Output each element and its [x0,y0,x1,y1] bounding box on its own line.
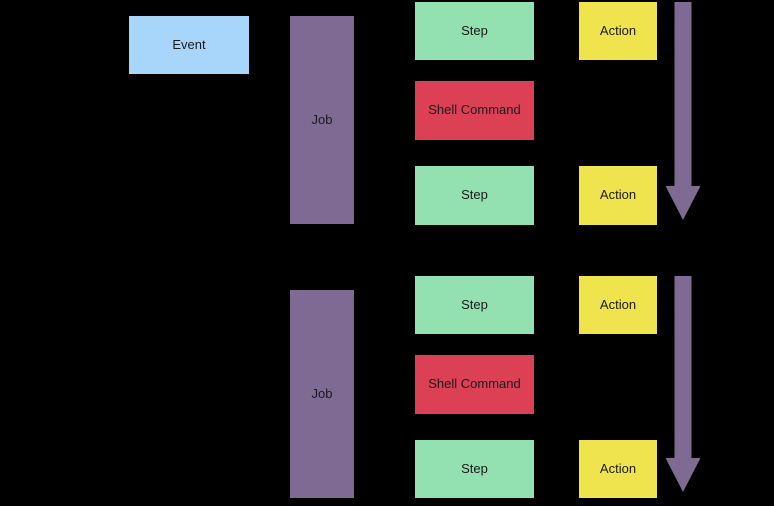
node-label: Action [599,296,637,312]
node-label: Shell Command [428,376,521,392]
arrow-down-icon [665,2,701,220]
node-label: Action [599,187,637,203]
node-step[interactable]: Step [415,440,534,498]
node-action[interactable]: Action [579,2,657,60]
node-shell-command[interactable]: Shell Command [415,355,534,414]
node-event[interactable]: Event [129,16,249,74]
node-label: Step [461,22,488,38]
node-action[interactable]: Action [579,276,657,334]
node-label: Job [311,385,333,401]
node-step[interactable]: Step [415,2,534,60]
node-action[interactable]: Action [579,166,657,225]
node-label: Action [599,460,637,476]
node-job[interactable]: Job [290,290,354,498]
node-step[interactable]: Step [415,166,534,225]
arrow-down-icon [665,276,701,492]
node-label: Event [172,36,206,52]
node-label: Job [311,111,333,127]
node-label: Action [599,22,637,38]
node-action[interactable]: Action [579,440,657,498]
node-label: Step [461,187,488,203]
node-shell-command[interactable]: Shell Command [415,81,534,140]
node-label: Step [461,460,488,476]
node-label: Shell Command [428,102,521,118]
node-job[interactable]: Job [290,16,354,224]
node-label: Step [461,296,488,312]
node-step[interactable]: Step [415,276,534,334]
